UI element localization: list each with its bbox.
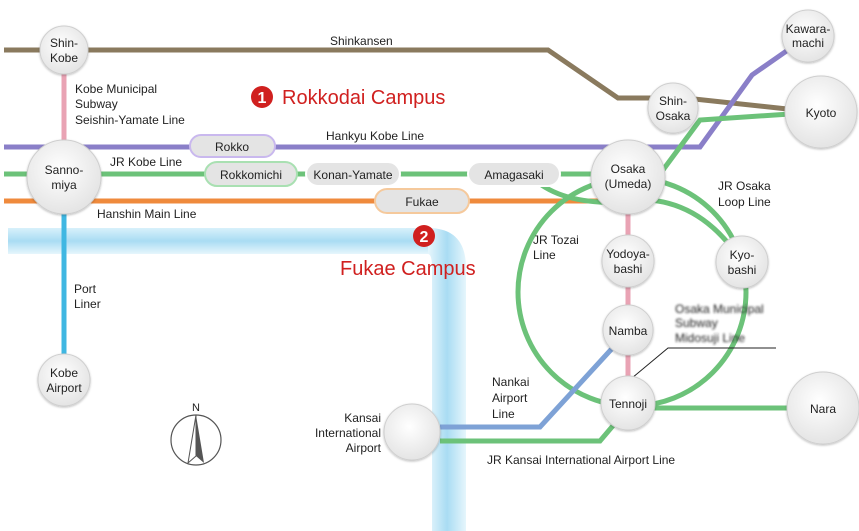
station-kansai-airport: Kansai International Airport xyxy=(315,403,441,461)
osaka-bay-sea xyxy=(8,228,466,531)
label-midosuji-2: Subway xyxy=(675,316,718,330)
rokkodai-number: 1 xyxy=(258,90,267,107)
svg-text:Sanno-: Sanno- xyxy=(45,163,84,177)
svg-text:Kyoto: Kyoto xyxy=(806,106,837,120)
rokkodai-campus-marker: 1 Rokkodai Campus xyxy=(251,86,445,109)
svg-text:bashi: bashi xyxy=(614,262,643,276)
svg-text:machi: machi xyxy=(792,36,824,50)
svg-text:Osaka: Osaka xyxy=(611,162,646,176)
fukae-campus-marker: 2 Fukae Campus xyxy=(340,225,476,280)
fukae-campus-label: Fukae Campus xyxy=(340,258,476,280)
label-jr-tozai-1: JR Tozai xyxy=(533,233,579,247)
label-kobe-subway-3: Seishin-Yamate Line xyxy=(75,113,185,127)
label-jr-tozai-2: Line xyxy=(533,248,556,262)
station-kawaramachi: Kawara- machi xyxy=(781,9,835,63)
station-shin-kobe: Shin- Kobe xyxy=(39,25,89,75)
label-midosuji-group: Osaka Municipal Subway Midosuji Line xyxy=(675,302,764,345)
rokkodai-campus-label: Rokkodai Campus xyxy=(282,87,445,109)
label-kobe-subway-2: Subway xyxy=(75,97,118,111)
svg-text:Shin-: Shin- xyxy=(50,36,78,50)
svg-text:International: International xyxy=(315,426,381,440)
label-jr-kansai-airport: JR Kansai International Airport Line xyxy=(487,453,675,467)
svg-text:Namba: Namba xyxy=(609,324,648,338)
svg-text:Shin-: Shin- xyxy=(659,94,687,108)
station-yodoyabashi: Yodoya- bashi xyxy=(601,234,655,288)
svg-text:bashi: bashi xyxy=(728,263,757,277)
svg-text:Airport: Airport xyxy=(46,381,82,395)
station-namba: Namba xyxy=(602,304,654,356)
label-jr-kobe: JR Kobe Line xyxy=(110,155,182,169)
svg-text:Kobe: Kobe xyxy=(50,366,78,380)
station-nara: Nara xyxy=(786,371,859,445)
nankai-airport-line xyxy=(440,340,620,430)
minor-stations: Rokko Rokkomichi Konan-Yamate Amagasaki … xyxy=(189,134,561,214)
station-kyoto: Kyoto xyxy=(784,75,858,149)
station-fukae: Fukae xyxy=(374,188,470,214)
label-kobe-subway-1: Kobe Municipal xyxy=(75,82,157,96)
label-hankyu-kobe: Hankyu Kobe Line xyxy=(326,129,424,143)
label-nankai-1: Nankai xyxy=(492,375,529,389)
label-midosuji-3: Midosuji Line xyxy=(675,331,745,345)
label-hanshin-main: Hanshin Main Line xyxy=(97,207,197,221)
svg-text:Amagasaki: Amagasaki xyxy=(484,168,543,182)
svg-text:Yodoya-: Yodoya- xyxy=(606,247,650,261)
hankyu-kobe-line xyxy=(4,33,810,150)
svg-text:Tennoji: Tennoji xyxy=(609,397,647,411)
station-tennoji: Tennoji xyxy=(600,375,656,431)
label-nankai-2: Airport xyxy=(492,391,528,405)
svg-text:Osaka: Osaka xyxy=(656,109,691,123)
fukae-number: 2 xyxy=(420,229,429,246)
svg-text:(Umeda): (Umeda) xyxy=(605,177,652,191)
station-sannomiya: Sanno- miya xyxy=(26,139,102,215)
label-nankai-3: Line xyxy=(492,407,515,421)
compass-north-label: N xyxy=(192,402,200,414)
svg-text:Kawara-: Kawara- xyxy=(786,22,831,36)
station-kyobashi: Kyo- bashi xyxy=(715,235,769,289)
svg-text:miya: miya xyxy=(51,178,77,192)
svg-text:Nara: Nara xyxy=(810,402,836,416)
station-osaka-umeda: Osaka (Umeda) xyxy=(590,139,666,215)
line-labels: Shinkansen Kobe Municipal Subway Seishin… xyxy=(74,34,771,467)
svg-text:Fukae: Fukae xyxy=(405,195,439,209)
svg-text:Konan-Yamate: Konan-Yamate xyxy=(313,168,392,182)
svg-text:Kobe: Kobe xyxy=(50,51,78,65)
svg-text:Rokko: Rokko xyxy=(215,140,249,154)
station-shin-osaka: Shin- Osaka xyxy=(647,82,699,134)
station-rokkomichi: Rokkomichi xyxy=(204,161,298,187)
north-compass-icon: N xyxy=(170,402,222,466)
shinkansen-line xyxy=(4,47,816,115)
major-stations: Shin- Kobe Sanno- miya Kobe Airport Shin… xyxy=(26,9,859,461)
label-shinkansen: Shinkansen xyxy=(330,34,393,48)
svg-text:Airport: Airport xyxy=(346,441,382,455)
label-midosuji-1: Osaka Municipal xyxy=(675,302,764,316)
station-konan-yamate: Konan-Yamate xyxy=(305,161,401,187)
label-jr-osaka-loop-1: JR Osaka xyxy=(718,179,771,193)
svg-text:Rokkomichi: Rokkomichi xyxy=(220,168,282,182)
midosuji-callout xyxy=(631,347,776,379)
station-amagasaki: Amagasaki xyxy=(467,161,561,187)
label-jr-osaka-loop-2: Loop Line xyxy=(718,195,771,209)
svg-text:Kansai: Kansai xyxy=(344,411,381,425)
station-kobe-airport: Kobe Airport xyxy=(37,353,91,407)
label-port-liner-2: Liner xyxy=(74,297,101,311)
label-port-liner-1: Port xyxy=(74,282,97,296)
svg-text:Kyo-: Kyo- xyxy=(730,248,755,262)
station-rokko: Rokko xyxy=(189,134,276,158)
